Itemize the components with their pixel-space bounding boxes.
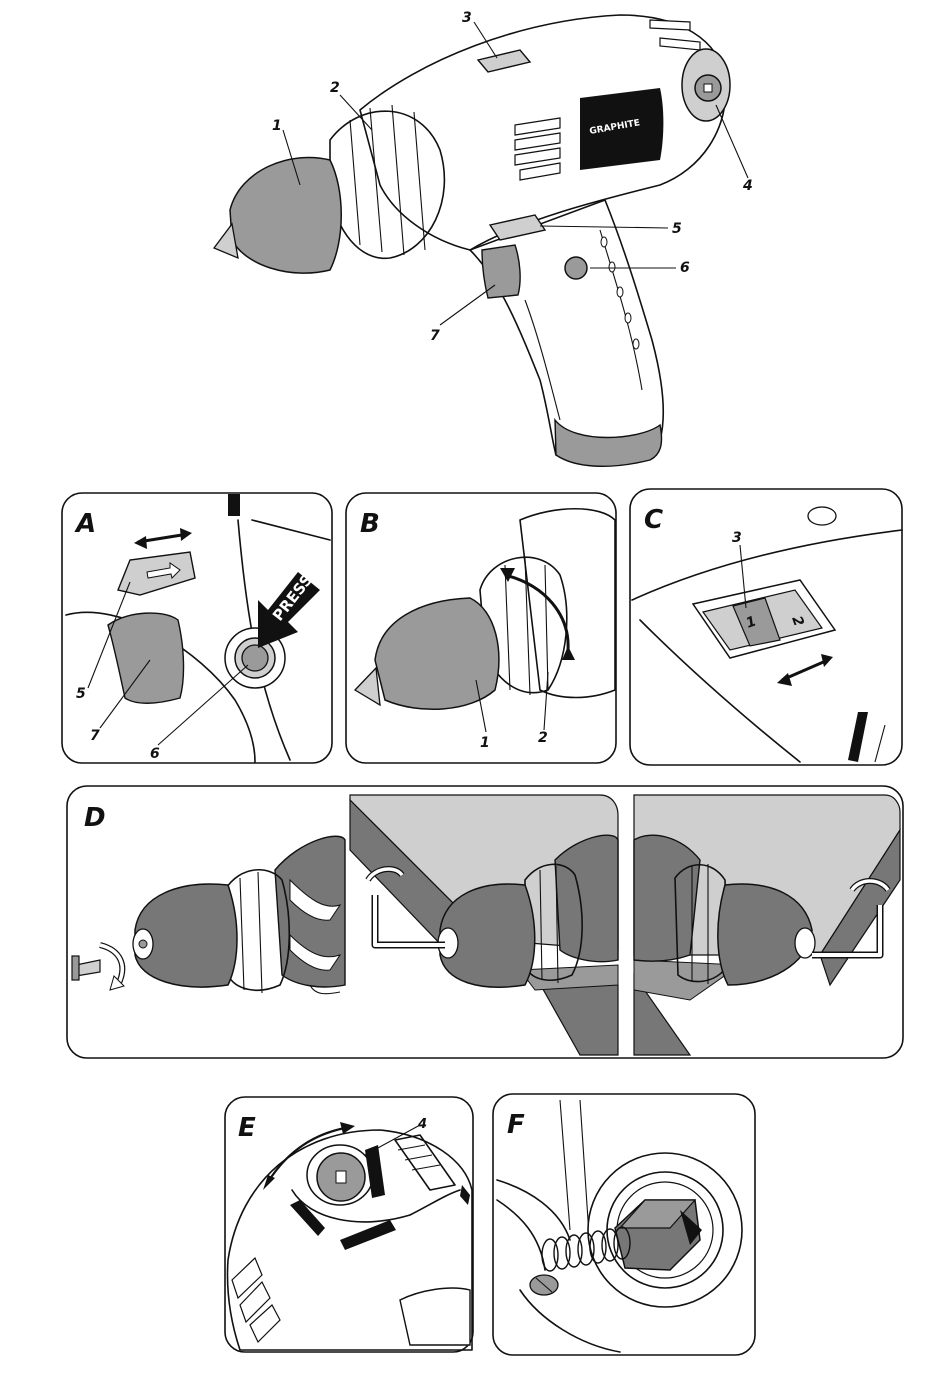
panel-a: A PRESS 5 7 6: [62, 493, 332, 763]
callout-6: 6: [680, 260, 690, 276]
panel-b-callout-2: 2: [538, 730, 548, 746]
callout-3: 3: [462, 10, 472, 26]
main-drill-illustration: GRAPHITE 1 2 3 4 5 6: [214, 10, 753, 466]
panel-e-callout-4: 4: [417, 1117, 427, 1132]
panel-e: E 4: [225, 1097, 473, 1352]
panel-c-letter: C: [644, 505, 663, 535]
callout-5: 5: [672, 221, 682, 237]
torque-ring: [330, 111, 444, 258]
panel-a-callout-5: 5: [76, 686, 86, 702]
panel-f-letter: F: [507, 1110, 525, 1140]
handle-base-grip: [555, 420, 662, 466]
callout-4: 4: [742, 178, 753, 194]
motor-body: [360, 15, 726, 250]
callout-2: 2: [330, 80, 340, 96]
panel-c-callout-3: 3: [732, 530, 742, 546]
panel-b-letter: B: [360, 509, 380, 539]
callout-1: 1: [272, 118, 282, 134]
keyless-chuck: [230, 157, 341, 273]
panel-c: C 1 2 3: [630, 489, 902, 765]
panel-a-callout-6: 6: [150, 746, 160, 762]
callout-7: 7: [430, 328, 440, 344]
gear-selector-switch: [478, 50, 530, 72]
trigger-lock-button: [565, 257, 587, 279]
direction-switch: [490, 215, 545, 240]
panel-e-letter: E: [238, 1113, 256, 1143]
panel-b-callout-1: 1: [480, 735, 490, 751]
panel-f: F: [493, 1094, 755, 1355]
panel-a-callout-7: 7: [90, 728, 100, 744]
panel-d-letter: D: [84, 803, 106, 833]
panel-d: D: [67, 786, 903, 1058]
panel-b: B 1 2: [346, 493, 616, 763]
panel-a-letter: A: [74, 509, 96, 539]
